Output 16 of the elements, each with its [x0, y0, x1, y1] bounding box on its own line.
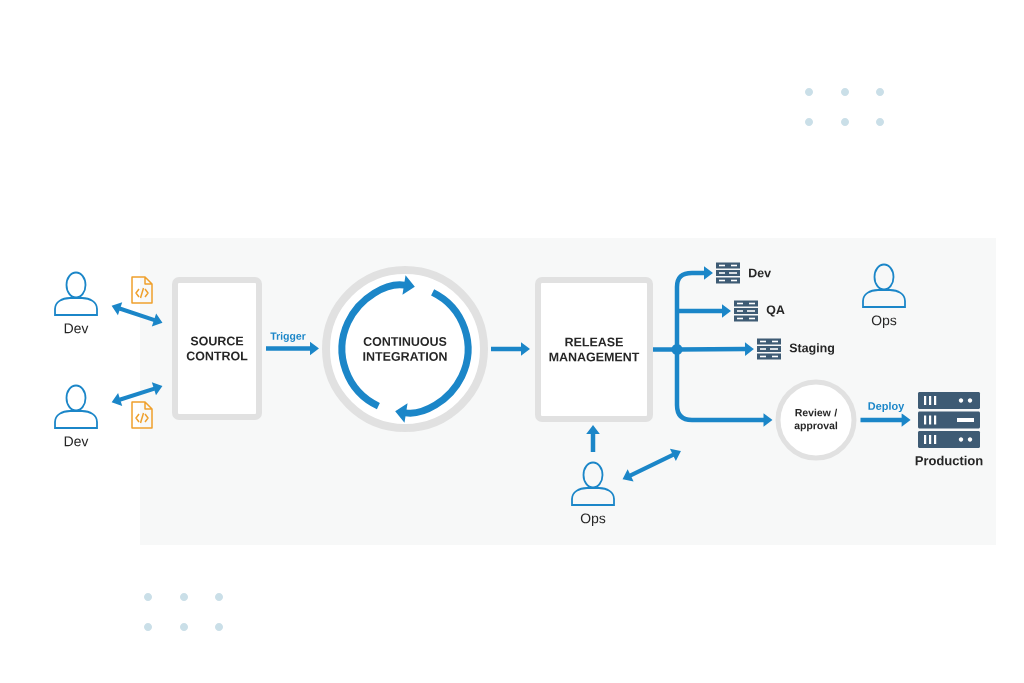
node-label: Dev — [749, 268, 771, 278]
arrow — [674, 266, 713, 311]
node-label: QA — [766, 305, 785, 317]
node-label: Production — [915, 455, 983, 466]
process-box: RELEASE MANAGEMENT — [535, 277, 653, 422]
person: Ops — [571, 461, 615, 526]
person: Ops — [862, 263, 906, 328]
node-label: Staging — [789, 343, 835, 355]
person: Dev — [54, 384, 98, 447]
server: QA — [734, 300, 785, 322]
person: Dev — [54, 271, 98, 334]
server: Staging — [757, 338, 835, 360]
server: Production — [915, 392, 983, 466]
edge-label: Deploy — [866, 400, 906, 414]
process-box: SOURCE CONTROL — [172, 277, 262, 420]
server: Dev — [716, 262, 771, 284]
